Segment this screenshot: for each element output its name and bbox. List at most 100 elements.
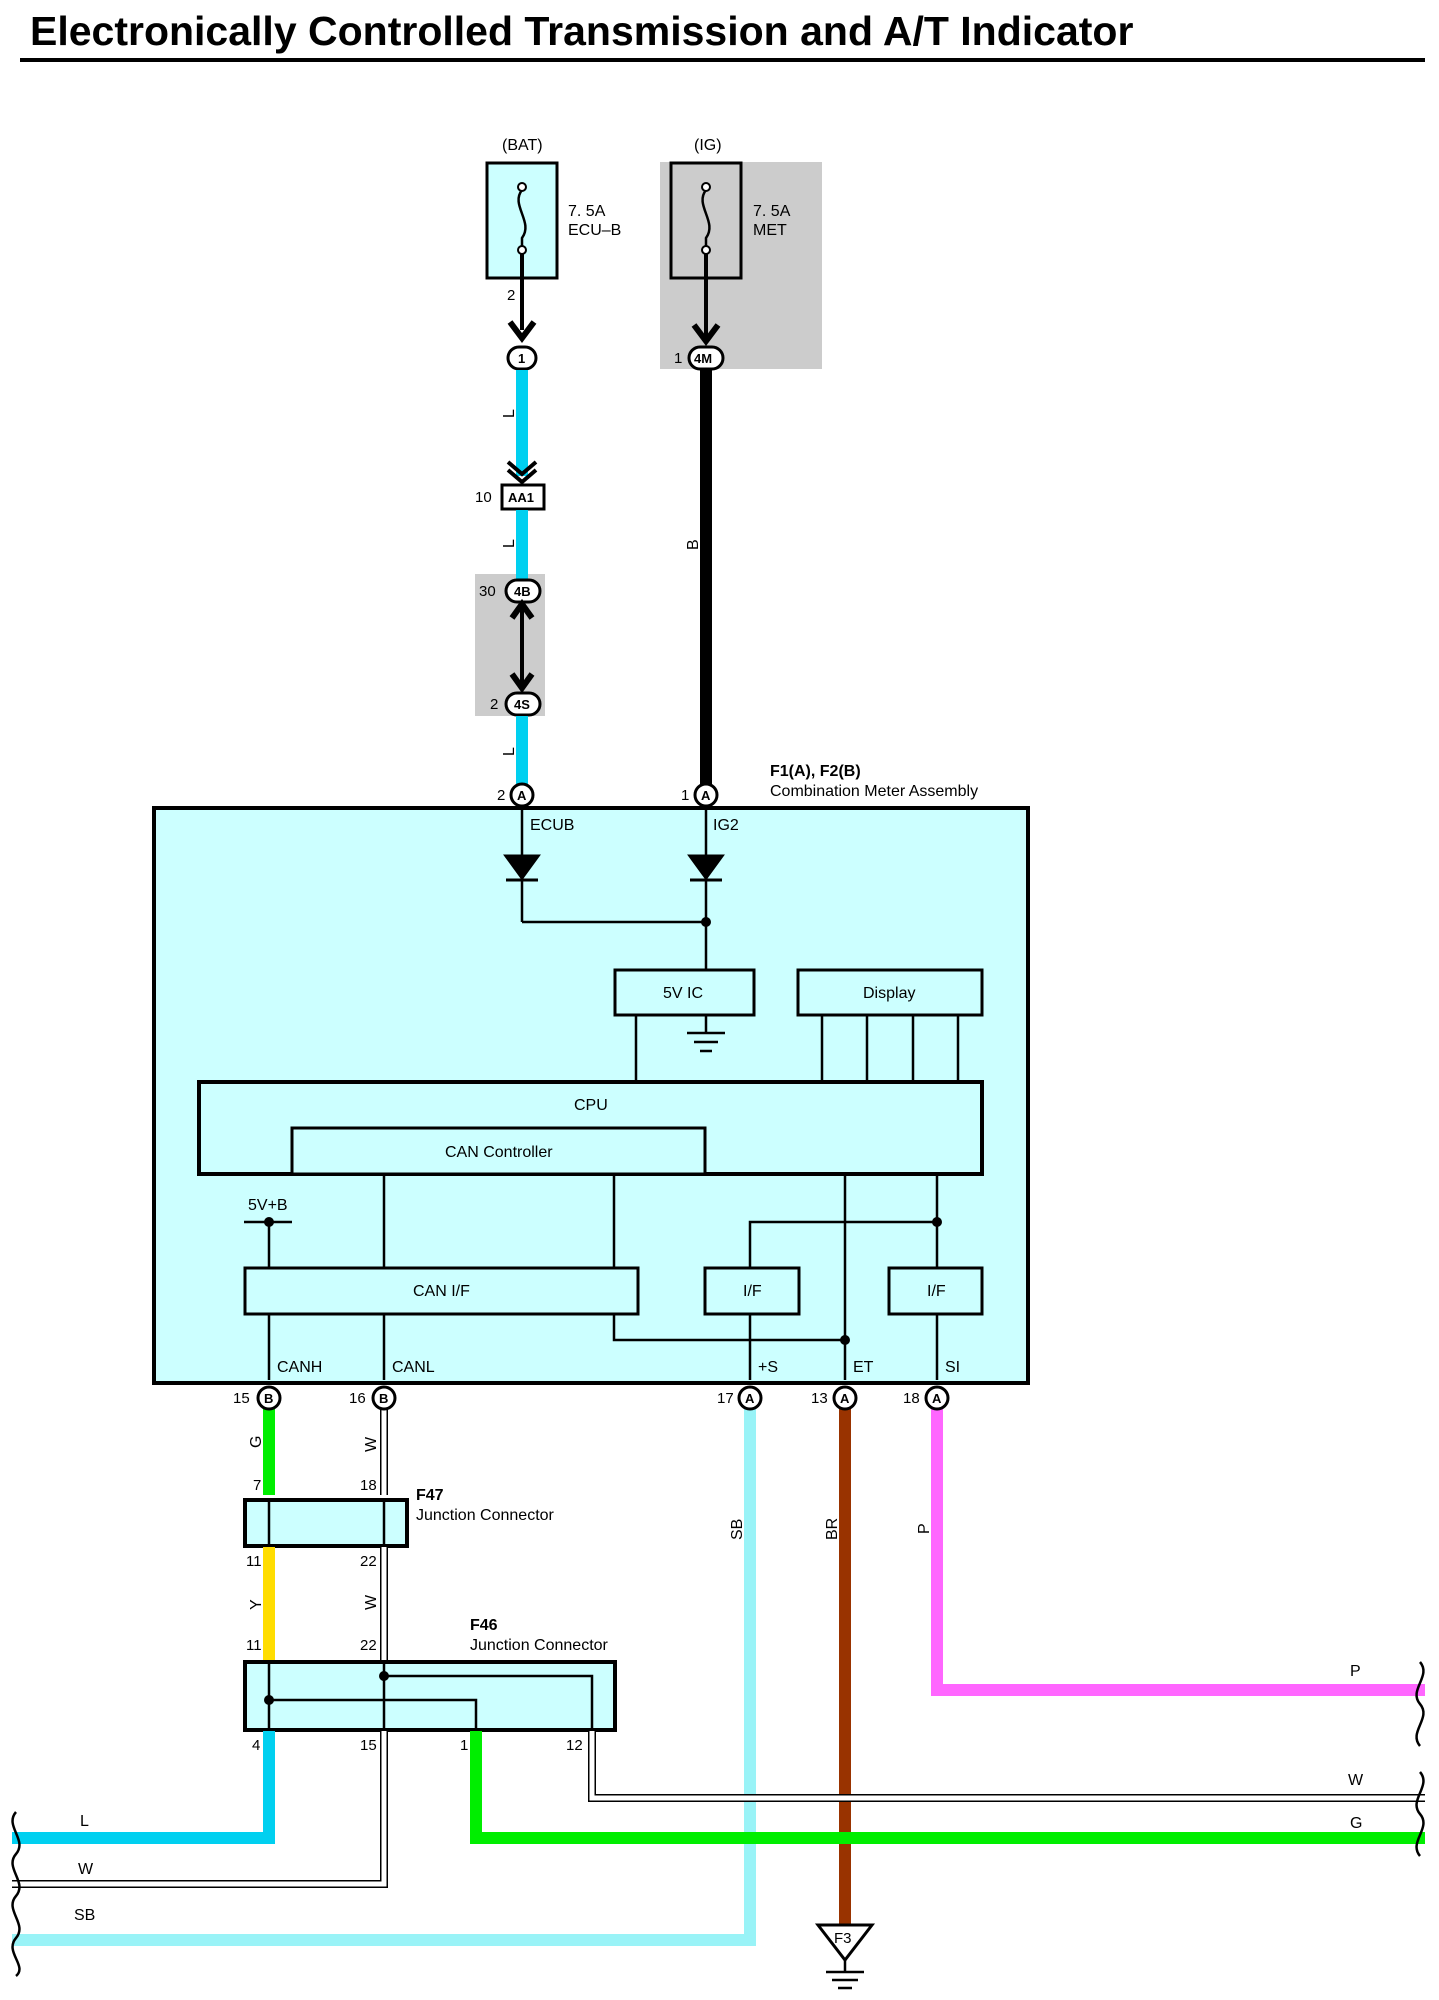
f46-name: Junction Connector (470, 1637, 609, 1654)
wire-label: Y (248, 1599, 265, 1610)
break-mark-left (11, 1811, 21, 1977)
f47-name: Junction Connector (416, 1507, 555, 1524)
pin-num-label: 18 (903, 1390, 920, 1407)
connector-4s-pin: 2 (490, 696, 498, 713)
junction-dot (264, 1695, 274, 1705)
junction-dot (379, 1671, 389, 1681)
ecu-b-rating: 7. 5A (568, 203, 606, 220)
wire-w-out-right (588, 1731, 1425, 1802)
wire-label: G (248, 1436, 265, 1448)
f47-pin: 11 (246, 1553, 262, 1570)
wire-label: G (1350, 1815, 1362, 1832)
pin-conn-label: A (840, 1391, 850, 1406)
f46-pin: 15 (360, 1737, 377, 1754)
wire-w-out-left (12, 1731, 388, 1888)
display-box (796, 968, 984, 1017)
connector-1 (506, 345, 538, 371)
double-arrow-icon (506, 460, 538, 485)
f46-pin: 22 (360, 1637, 377, 1654)
arrow-down-icon (507, 320, 537, 343)
terminal-et: ET (853, 1359, 874, 1376)
meter-name: Combination Meter Assembly (770, 783, 978, 800)
f47-pin: 7 (253, 1477, 261, 1494)
wire-label: L (80, 1813, 89, 1830)
terminal-ig2: IG2 (713, 817, 739, 834)
wire-label: W (363, 1594, 380, 1610)
terminal-ecub: ECUB (530, 817, 574, 834)
pin-et (832, 1385, 858, 1411)
ground-icon (687, 1031, 725, 1053)
connector-4s (504, 691, 542, 717)
wire-sb (12, 1402, 756, 1946)
f47-pin: 22 (360, 1553, 377, 1570)
ecu-b-pin: 2 (507, 287, 515, 304)
if-label-1: I/F (743, 1283, 762, 1300)
connector-aa1 (500, 483, 546, 511)
break-mark-right (1415, 1661, 1425, 1857)
pin-canl (371, 1385, 397, 1411)
can-if-box (243, 1266, 640, 1316)
wire-label: W (363, 1436, 380, 1452)
wire-label: SB (729, 1519, 746, 1540)
diode-icon (687, 854, 725, 882)
display-bus (820, 1015, 960, 1082)
fuse-terminal (701, 245, 711, 255)
wire-label: P (916, 1523, 933, 1534)
f47-junction-box (243, 1498, 409, 1548)
vb-label: 5V+B (248, 1197, 288, 1214)
connector-4b-label: 4B (514, 584, 531, 599)
connector-1-label: 1 (518, 351, 525, 366)
connector-4m-pin: 1 (674, 350, 682, 367)
ecu-b-name: ECU–B (568, 222, 621, 239)
wire-label: B (685, 539, 702, 550)
connector-arrows-icon (509, 598, 535, 694)
connector-4b-pin: 30 (479, 583, 496, 600)
connector-aa1-label: AA1 (508, 490, 534, 505)
junction-dot (932, 1217, 942, 1227)
f46-pin: 4 (252, 1737, 260, 1754)
pin-num-label: 17 (717, 1390, 734, 1407)
display-label: Display (863, 985, 915, 1002)
wire-g-out (470, 1731, 1425, 1844)
wire-l-out (12, 1731, 275, 1844)
ic-5v-label: 5V IC (663, 985, 703, 1002)
fuse-terminal (517, 245, 527, 255)
f46-pin: 12 (566, 1737, 583, 1754)
connector-4m-label: 4M (694, 351, 712, 366)
pin-num-label: 15 (233, 1390, 250, 1407)
pin-s (737, 1385, 763, 1411)
met-fuse-icon (701, 189, 711, 250)
wire-label: W (1348, 1772, 1364, 1789)
wire-label: P (1350, 1663, 1361, 1680)
if-box-1 (703, 1266, 801, 1316)
f46-junction-box (243, 1660, 617, 1732)
pin-si (924, 1385, 950, 1411)
ic-5v-box (613, 968, 756, 1017)
pin-conn-label: B (264, 1391, 273, 1406)
title-underline (20, 58, 1425, 62)
pin-num-label: 13 (811, 1390, 828, 1407)
met-rating: 7. 5A (753, 203, 791, 220)
arrow-down-icon (691, 323, 721, 346)
wire-label: SB (74, 1907, 95, 1924)
ground-f3-icon (814, 1923, 876, 1963)
if-label-2: I/F (927, 1283, 946, 1300)
pin-conn-label: A (517, 788, 527, 803)
pin-conn-label: A (701, 788, 711, 803)
connector-4m (687, 345, 725, 371)
if-box-2 (887, 1266, 984, 1316)
ground-icon (826, 1970, 864, 1990)
can-controller-box (290, 1126, 707, 1176)
terminal-canh: CANH (277, 1359, 322, 1376)
met-name: MET (753, 222, 787, 239)
f46-code: F46 (470, 1617, 498, 1634)
pin-canh (256, 1385, 282, 1411)
pin-num-label: 2 (497, 787, 505, 804)
diode-icon (503, 854, 541, 882)
bat-source-label: (BAT) (502, 137, 543, 154)
fuse-terminal (517, 182, 527, 192)
wire-label: L (501, 539, 518, 548)
wire-label: BR (824, 1518, 841, 1540)
ecu-b-fuse-icon (517, 189, 527, 250)
